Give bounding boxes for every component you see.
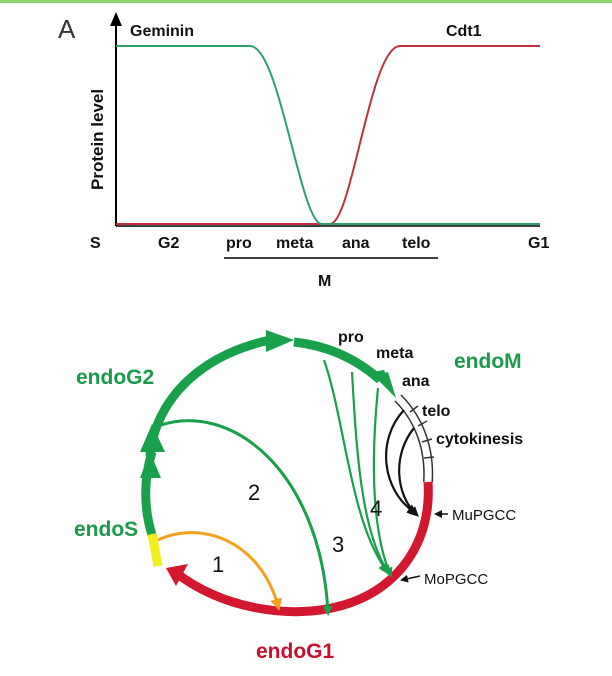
geminin-curve	[116, 45, 540, 225]
mitosis-label-meta: meta	[376, 345, 413, 362]
mitosis-segment	[395, 395, 432, 483]
y-axis-arrowhead	[110, 12, 122, 26]
m-phase-label: M	[318, 273, 331, 290]
mitosis-label-telo: telo	[422, 403, 451, 420]
top-accent-bar	[0, 0, 612, 3]
endog1-arrowhead	[166, 564, 188, 586]
protein-level-plot: A Protein level Geminin Cdt1 S G2 pro me…	[58, 12, 549, 290]
y-axis-label: Protein level	[88, 89, 107, 190]
endog2-label: endoG2	[76, 366, 154, 389]
pathway-number-4: 4	[370, 496, 382, 521]
geminin-label: Geminin	[130, 23, 194, 40]
cdt1-label: Cdt1	[446, 23, 482, 40]
pathway-3-arrow-c	[372, 387, 393, 578]
endog1-arc	[172, 481, 433, 617]
mupgcc-label: MuPGCC	[452, 507, 516, 524]
endog2-arrowhead-upper	[266, 330, 294, 352]
endocycle-diagram: endoG2 endoM endoS endoG1 pro meta ana t…	[74, 329, 523, 663]
pathway-number-2: 2	[248, 480, 260, 505]
endog2-arc	[145, 335, 271, 457]
endos-yellow-segment	[147, 533, 163, 567]
endom-label: endoM	[454, 350, 522, 373]
endog1-label: endoG1	[256, 640, 334, 663]
mopgcc-label: MoPGCC	[424, 571, 488, 588]
pathway-number-3: 3	[332, 532, 344, 557]
endos-label: endoS	[74, 518, 138, 541]
phase-label-pro: pro	[226, 235, 252, 252]
phase-label-g2: G2	[158, 235, 179, 252]
mitosis-tick-2	[417, 420, 428, 427]
pathway-4-arrow-b	[398, 427, 419, 517]
pathway-3-arrow-a	[322, 359, 389, 574]
mopgcc-pointer	[400, 574, 421, 583]
panel-label: A	[58, 14, 76, 44]
endom-arrowhead-fill	[374, 372, 396, 398]
pathway-number-1: 1	[212, 552, 224, 577]
endog2-arrowhead-lower	[140, 424, 165, 452]
mitosis-label-ana: ana	[402, 373, 430, 390]
endom-arc	[293, 337, 384, 384]
pathway-1-arrow	[157, 531, 282, 611]
pathway-3-arrow-b	[350, 371, 391, 576]
phase-label-ana: ana	[342, 235, 370, 252]
mitosis-tick-3	[421, 438, 433, 443]
endos-arrowhead	[140, 452, 161, 478]
mitosis-label-cytokinesis: cytokinesis	[436, 431, 523, 448]
mitosis-label-pro: pro	[338, 329, 364, 346]
cdt1-curve	[116, 45, 540, 225]
phase-label-s: S	[90, 235, 101, 252]
phase-label-telo: telo	[402, 235, 431, 252]
pathway-2-arrow	[157, 419, 333, 616]
pathway-4-arrow-a	[385, 409, 418, 515]
mitosis-tick-1	[409, 405, 419, 413]
phase-label-g1: G1	[528, 235, 549, 252]
mitosis-tick-4	[423, 456, 435, 459]
phase-label-meta: meta	[276, 235, 313, 252]
